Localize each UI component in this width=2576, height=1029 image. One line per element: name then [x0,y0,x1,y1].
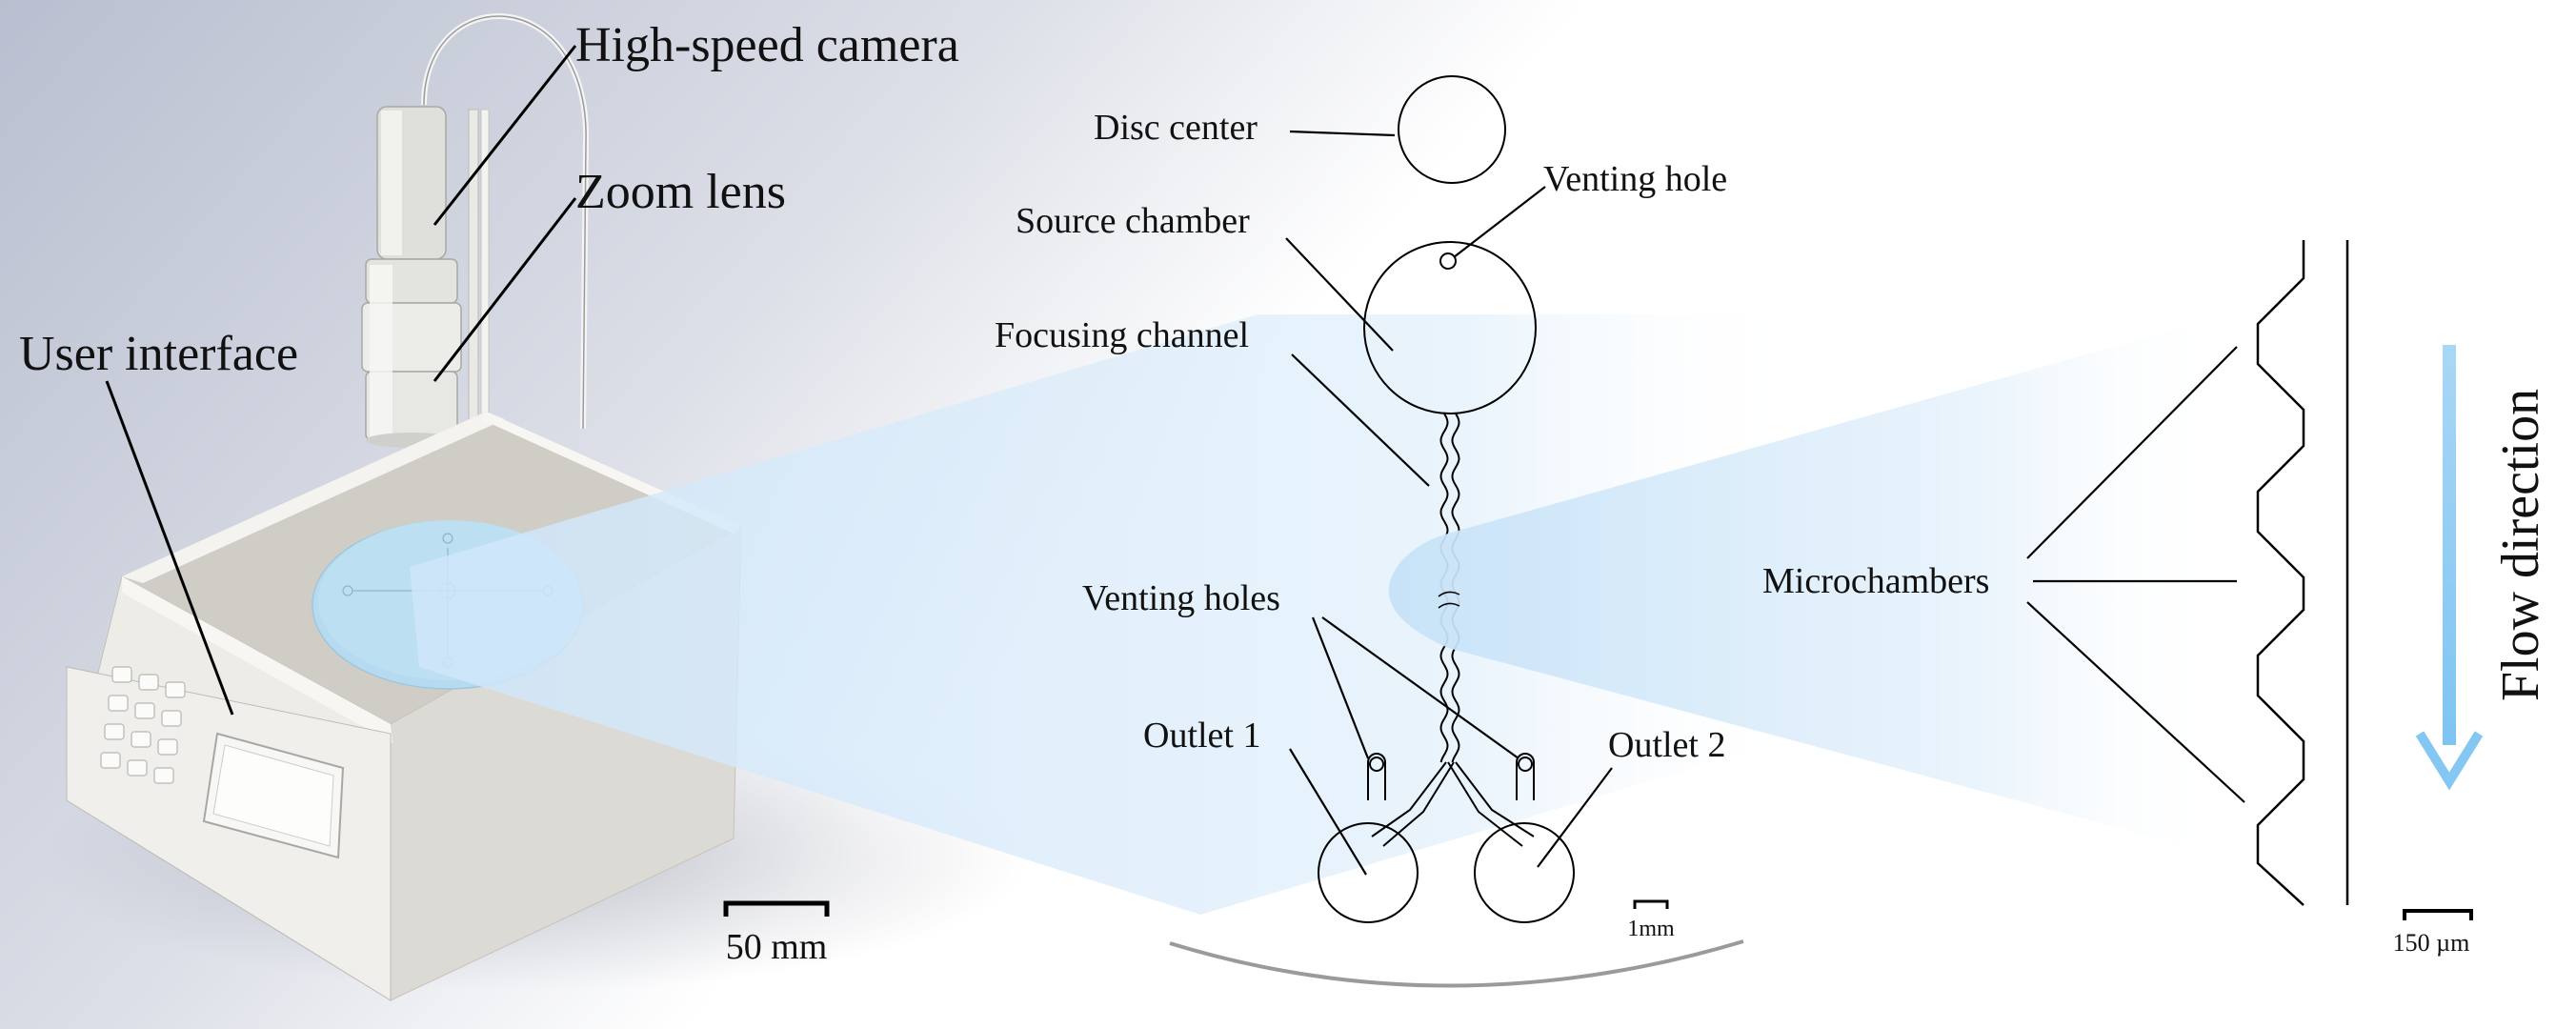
label-zoom-lens: Zoom lens [575,165,786,219]
flow-direction-arrow [2415,345,2484,791]
label-high-speed-camera: High-speed camera [575,18,959,72]
outlet-2-chamber [1474,753,1575,923]
detail-zoom-beam [1388,314,2229,858]
label-microchambers: Microchambers [1762,561,1989,601]
label-venting-hole: Venting hole [1543,159,1727,199]
outlet-1-chamber [1318,753,1419,923]
channel-break-mark [1438,591,1460,609]
label-user-interface: User interface [19,327,298,381]
label-disc-center: Disc center [1094,108,1258,148]
outlet-2-leader [1537,767,1613,868]
disc-edge-arc [1169,939,1744,988]
branch-left [1371,761,1455,847]
source-chamber-leader [1285,237,1394,352]
microchambers-leader-bottom [2026,601,2245,803]
scale-bar-1mm: 1mm [1627,899,1675,941]
camera-leader-line [433,45,577,226]
lens-leader-line [433,197,577,382]
label-outlet-2: Outlet 2 [1608,725,1725,765]
label-venting-holes: Venting holes [1082,578,1280,618]
microchamber-detail: Microchambers Flow direction 150 µm [1762,240,2550,957]
front-panel [66,666,392,1001]
zoom-lens [361,258,462,448]
venting-hole-leader [1453,186,1546,258]
svg-text:1mm: 1mm [1627,917,1675,941]
keypad [100,666,186,784]
ui-leader-line [105,380,234,716]
zoom-beam [410,314,1810,915]
label-source-chamber: Source chamber [1016,201,1250,241]
label-outlet-1: Outlet 1 [1143,716,1260,756]
chip-schematic: Disc center Venting hole Source chamber … [995,75,2229,988]
venting-holes-leader-right [1321,616,1519,759]
label-flow-direction: Flow direction [2491,389,2550,701]
scale-bar-50mm: 50 mm [723,900,830,967]
focusing-channel-leader [1291,353,1430,487]
outlet-1-leader [1289,748,1367,876]
source-chamber-circle [1363,241,1537,414]
disc-center-circle [1398,75,1506,184]
scale-bar-150um: 150 µm [2393,909,2473,957]
microchamber-wall [2256,240,2305,906]
label-focusing-channel: Focusing channel [995,315,1249,355]
svg-text:150 µm: 150 µm [2393,929,2470,957]
microchambers-leader-top [2026,346,2238,559]
venting-holes-leader-left [1311,616,1370,759]
svg-text:50 mm: 50 mm [726,927,828,967]
branch-right [1447,761,1535,847]
disc-center-leader [1289,130,1396,137]
venting-hole-circle [1439,252,1457,270]
